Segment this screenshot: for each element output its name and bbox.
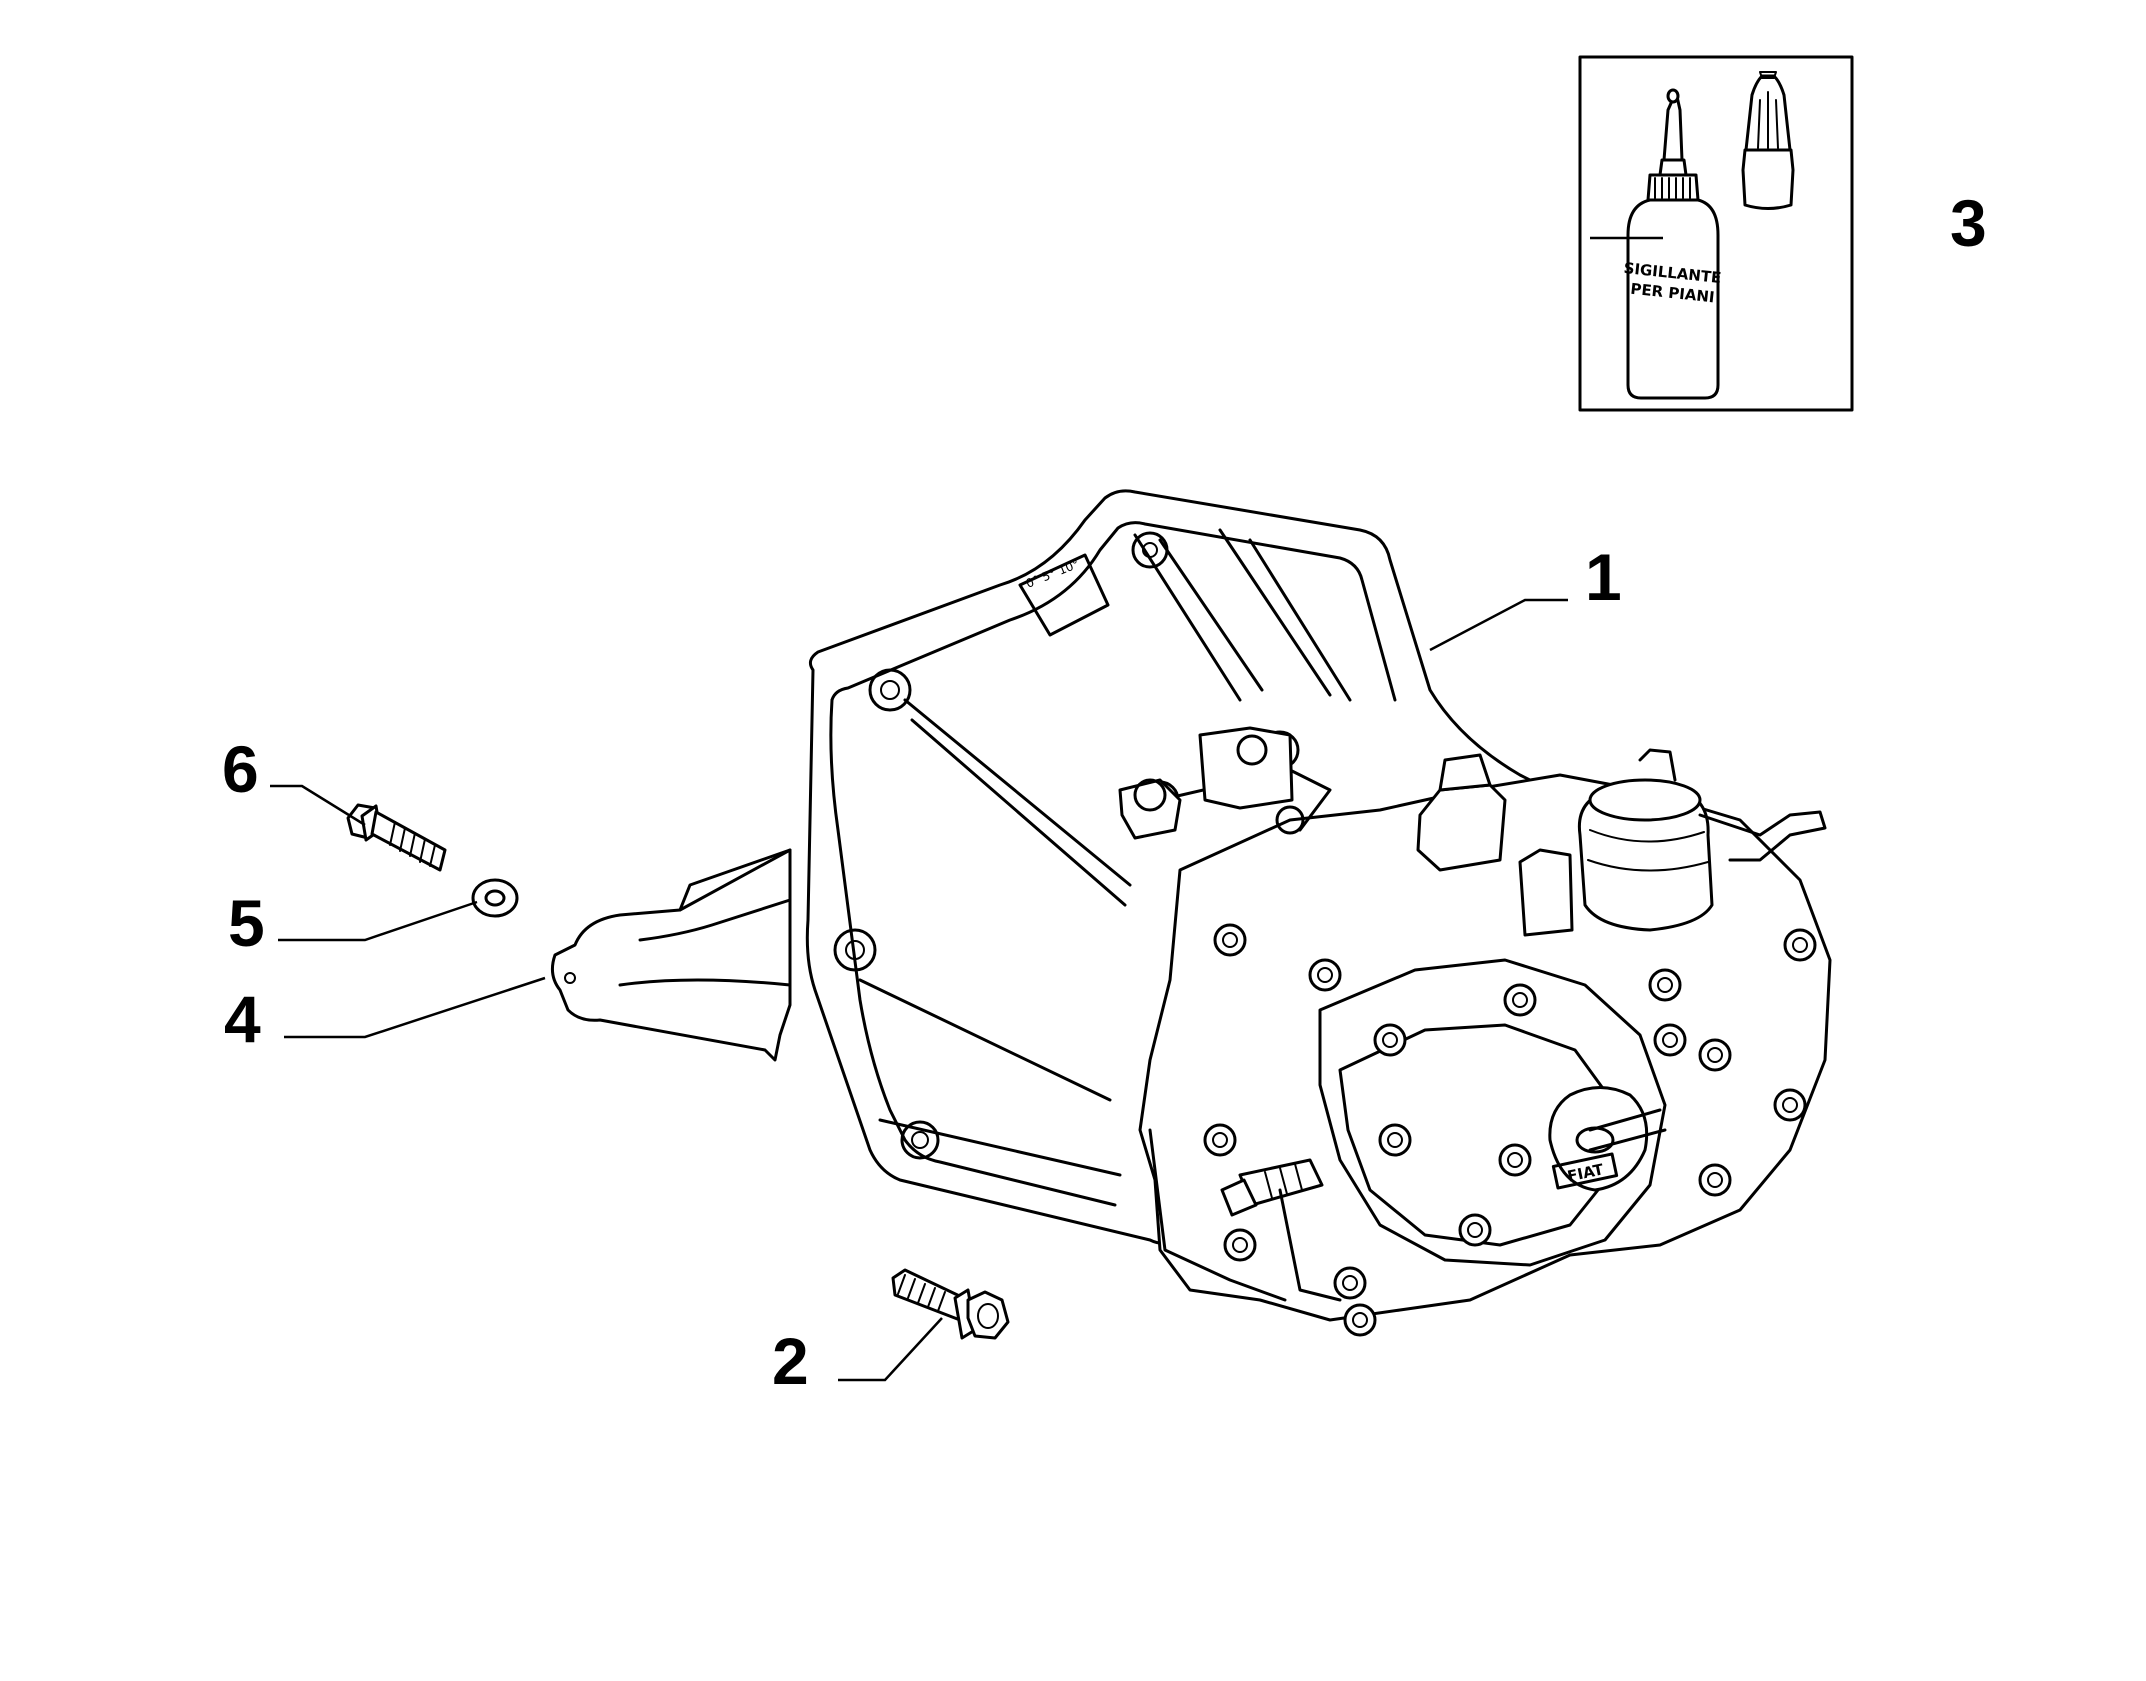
callout-2: 2	[772, 1324, 809, 1398]
shield-plate	[550, 848, 792, 1062]
callout-3: 3	[1950, 186, 1987, 260]
gearbox-assembly: 0° 5° 10°	[805, 489, 1832, 1337]
leader-4	[284, 976, 546, 1039]
callout-1: 1	[1585, 540, 1622, 614]
leader-5	[278, 900, 478, 942]
sealant-kit-box: SIGILLANTE PER PIANI	[1578, 55, 1854, 412]
bolt-part-6	[346, 803, 447, 872]
callout-4: 4	[224, 982, 261, 1056]
leader-6	[270, 784, 366, 827]
case-bolts	[1203, 923, 1817, 1337]
callout-5: 5	[228, 886, 265, 960]
shift-boot	[1577, 748, 1827, 932]
leader-2	[838, 1317, 943, 1382]
bolt-part-2	[891, 1268, 1010, 1340]
callout-6: 6	[222, 732, 259, 806]
leader-lines	[270, 236, 1663, 1382]
sealant-bottle: SIGILLANTE PER PIANI	[1623, 88, 1722, 400]
sealant-cap	[1741, 71, 1795, 210]
washer-part-5	[471, 878, 519, 918]
leader-1	[1429, 598, 1568, 652]
